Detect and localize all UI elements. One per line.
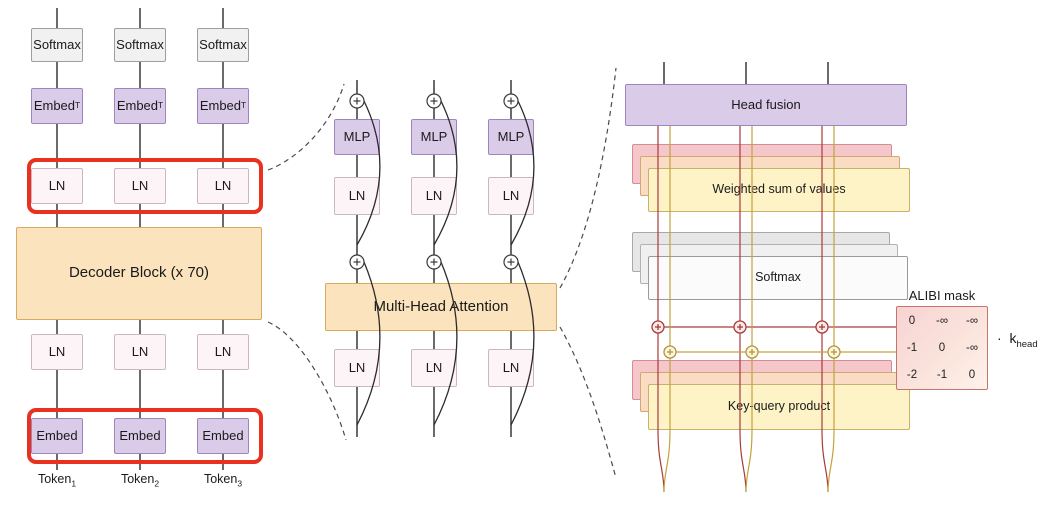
softmax-box: Softmax: [197, 28, 249, 62]
mlp-box: MLP: [411, 119, 457, 155]
token-base: Token: [203, 472, 238, 486]
transpose-sup: T: [158, 100, 164, 111]
head-fusion-box: Head fusion: [625, 84, 907, 126]
highlight-frame-embed: [27, 408, 263, 464]
decoder-block-box: Decoder Block (x 70): [16, 227, 262, 320]
embed-transpose-text: Embed: [199, 97, 242, 113]
softmax-box: Softmax: [114, 28, 166, 62]
mlp-box: MLP: [488, 119, 534, 155]
transpose-sup: T: [241, 100, 247, 111]
alibi-mask-matrix: 0 -∞ -∞ -1 0 -∞ -2 -1 0: [896, 306, 988, 390]
token-base: Token: [120, 472, 155, 486]
add-icon: [651, 320, 665, 334]
softmax-box: Softmax: [31, 28, 83, 62]
layernorm-box: LN: [334, 177, 380, 215]
weighted-sum-box: Weighted sum of values: [648, 168, 910, 212]
layernorm-box: LN: [411, 177, 457, 215]
mask-cell: -1: [936, 369, 948, 382]
alibi-add-icons-yellow: [663, 345, 841, 359]
embed-transpose-text: Embed: [116, 97, 159, 113]
alibi-add-icons-red: [651, 320, 829, 334]
multi-head-attention-box: Multi-Head Attention: [325, 283, 557, 331]
token-sub: 2: [154, 478, 160, 489]
layernorm-box: LN: [114, 334, 166, 370]
alibi-mask-title: ALIBI mask: [908, 288, 976, 303]
mask-cell: 0: [968, 369, 976, 382]
layernorm-box: LN: [411, 349, 457, 387]
key-query-box: Key-query product: [648, 384, 910, 430]
token-label: Token1: [22, 472, 92, 489]
add-icon: [503, 93, 519, 109]
mask-cell: 0: [938, 341, 946, 354]
k-head-base: k: [1009, 330, 1017, 346]
mlp-box: MLP: [334, 119, 380, 155]
dot-operator: ·: [997, 330, 1002, 346]
add-icon: [827, 345, 841, 359]
layernorm-box: LN: [488, 349, 534, 387]
mask-cell: -1: [906, 341, 918, 354]
highlight-frame-layernorm: [27, 158, 263, 214]
layernorm-box: LN: [197, 334, 249, 370]
add-icon: [349, 254, 365, 270]
embed-transpose-text: Embed: [33, 97, 76, 113]
token-label: Token2: [105, 472, 175, 489]
mask-cell: -∞: [935, 314, 949, 327]
transpose-sup: T: [75, 100, 81, 111]
layernorm-box: LN: [334, 349, 380, 387]
k-head-label: · khead: [997, 330, 1038, 350]
mask-cell: -2: [906, 369, 918, 382]
add-icon: [503, 254, 519, 270]
add-icon: [426, 254, 442, 270]
mask-cell: 0: [908, 314, 916, 327]
add-icon: [663, 345, 677, 359]
token-sub: 3: [237, 478, 243, 489]
token-sub: 1: [71, 478, 77, 489]
token-base: Token: [37, 472, 72, 486]
add-icon: [733, 320, 747, 334]
layernorm-box: LN: [488, 177, 534, 215]
add-icon: [745, 345, 759, 359]
mask-cell: -∞: [965, 314, 979, 327]
add-icon: [349, 93, 365, 109]
mask-cell: -∞: [965, 341, 979, 354]
token-label: Token3: [188, 472, 258, 489]
layernorm-box: LN: [31, 334, 83, 370]
k-head-sub: head: [1016, 338, 1038, 350]
add-icon: [815, 320, 829, 334]
softmax-head-box: Softmax: [648, 256, 908, 300]
add-icon: [426, 93, 442, 109]
head-input-lines: [663, 62, 829, 84]
